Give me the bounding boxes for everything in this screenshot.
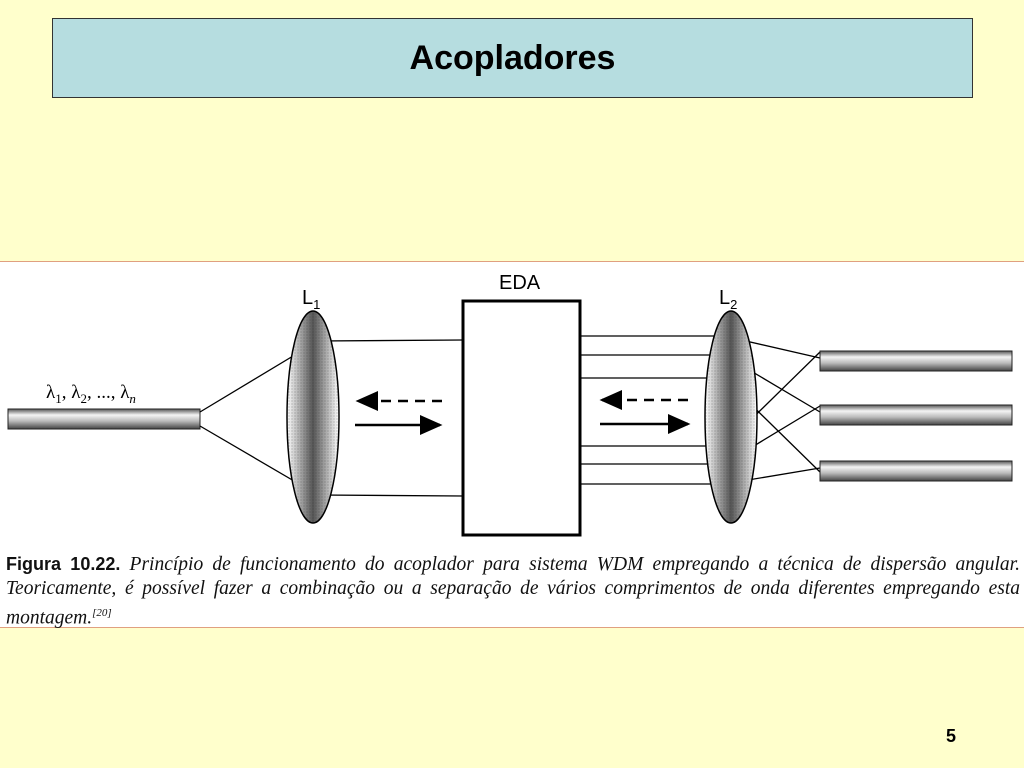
eda-box [461,299,582,537]
output-rays [580,335,821,485]
input-fiber [7,408,201,430]
caption-text: Princípio de funcionamento do acoplador … [6,554,1020,629]
output-fiber-1 [819,350,1013,372]
output-fiber-3 [819,460,1013,482]
page-number: 5 [946,726,957,746]
eda-label: EDA [499,272,541,294]
caption-reference: [20] [92,607,112,619]
input-wavelength-label: λ1, λ2, ..., λn [46,382,136,406]
lens-2-label: L2 [719,287,737,312]
figure-caption: Figura 10.22. Princípio de funcionamento… [6,552,1020,631]
title-box: Acopladores [52,18,973,98]
slide-title: Acopladores [409,38,616,77]
coupler-diagram: L1 EDA L2 λ1, λ2, ..., λn [7,272,1013,537]
figure-panel: L1 EDA L2 λ1, λ2, ..., λn Figura 10.22. … [0,261,1024,631]
caption-label: Figura 10.22. [6,554,121,574]
lens-1-label: L1 [302,287,320,312]
output-fiber-2 [819,404,1013,426]
